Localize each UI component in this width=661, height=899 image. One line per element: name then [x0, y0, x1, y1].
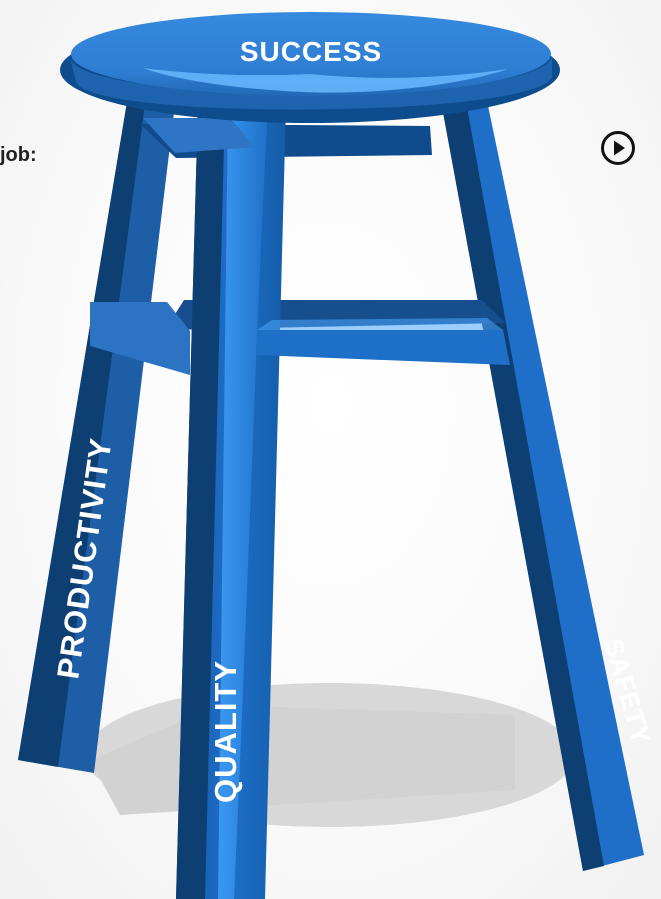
- front-right-rail: [257, 330, 510, 365]
- seat-label: SUCCESS: [240, 36, 382, 67]
- front-right-rail-top: [257, 318, 503, 330]
- center-leg-label: QUALITY: [208, 660, 243, 803]
